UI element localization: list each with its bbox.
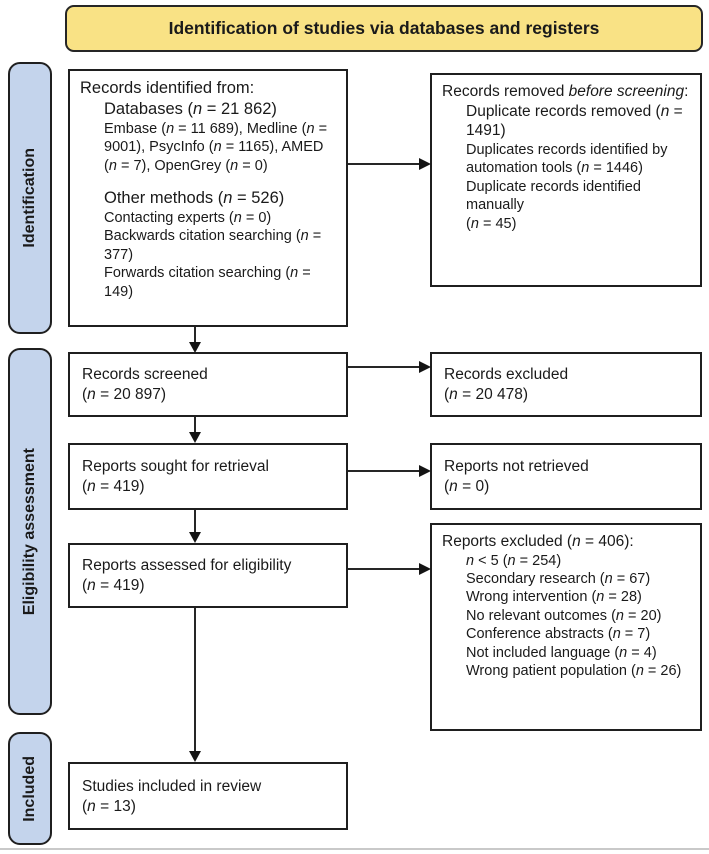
box-line: Duplicates records identified by automat… (466, 142, 668, 177)
arrowhead-identified-to-removed (419, 158, 431, 170)
box-records-identified: Records identified from: Databases (n = 2… (68, 69, 348, 327)
stage-band-eligibility-assessment-label: Eligibility assessment (21, 447, 38, 616)
box-reports-assessed-for-eligibility: Reports assessed for eligibility (n = 419… (68, 543, 348, 608)
box-line: Embase (n = 11 689), Medline (n = 9001),… (104, 120, 328, 174)
arrowhead-screened-to-sought (189, 432, 201, 443)
arrowhead-identified-to-screened (189, 342, 201, 353)
box-line: n < 5 (n = 254) (466, 552, 562, 569)
box-studies-included-in-review: Studies included in review (n = 13) (68, 762, 348, 830)
box-reports-excluded: Reports excluded (n = 406): n < 5 (n = 25… (430, 523, 702, 731)
stage-band-included: Included (8, 732, 52, 845)
arrow-identified-to-screened (194, 327, 196, 344)
box-line: (n = 13) (82, 797, 136, 815)
stage-band-identification: Identification (8, 62, 52, 334)
box-line: No relevant outcomes (n = 20) (466, 607, 662, 624)
box-line: Forwards citation searching (n = 149) (104, 265, 311, 300)
arrowhead-assessed-to-reports-excluded (419, 563, 431, 575)
box-line: Other methods (n = 526) (104, 189, 285, 208)
box-line: Duplicate records removed (n = 1491) (466, 102, 683, 140)
arrowhead-sought-to-not-retrieved (419, 465, 431, 477)
stage-band-included-label: Included (21, 755, 38, 822)
box-line: Backwards citation searching (n = 377) (104, 228, 322, 263)
box-reports-sought-for-retrieval: Reports sought for retrieval (n = 419) (68, 443, 348, 510)
box-line: (n = 419) (82, 577, 145, 594)
box-line: Records identified from: (80, 79, 255, 97)
box-line: (n = 20 897) (82, 386, 167, 403)
box-line: Studies included in review (82, 777, 262, 795)
arrow-identified-to-removed (348, 163, 420, 165)
box-records-screened: Records screened (n = 20 897) (68, 352, 348, 417)
box-line: (n = 419) (82, 478, 145, 495)
box-records-excluded: Records excluded (n = 20 478) (430, 352, 702, 417)
arrowhead-sought-to-assessed (189, 532, 201, 543)
arrowhead-assessed-to-included (189, 751, 201, 762)
box-line: (n = 45) (466, 215, 517, 232)
box-line: Databases (n = 21 862) (104, 99, 277, 118)
box-line: Records removed before screening: (442, 83, 689, 100)
box-line: Secondary research (n = 67) (466, 571, 651, 588)
box-line: Conference abstracts (n = 7) (466, 626, 651, 643)
box-records-removed-before-screening: Records removed before screening: Duplica… (430, 73, 702, 287)
box-line: Not included language (n = 4) (466, 644, 657, 661)
box-line: Wrong intervention (n = 28) (466, 589, 642, 606)
arrow-assessed-to-reports-excluded (348, 568, 420, 570)
box-reports-not-retrieved: Reports not retrieved (n = 0) (430, 443, 702, 510)
box-line: Contacting experts (n = 0) (104, 210, 272, 227)
arrow-screened-to-sought (194, 417, 196, 434)
box-line: Reports excluded (n = 406): (442, 533, 634, 550)
box-line: Reports sought for retrieval (82, 458, 269, 476)
box-line: Records screened (82, 366, 208, 384)
arrowhead-screened-to-excluded (419, 361, 431, 373)
box-line (80, 175, 336, 188)
box-line: Wrong patient population (n = 26) (466, 663, 682, 680)
box-line: Reports not retrieved (444, 458, 589, 476)
box-line: Records excluded (444, 366, 569, 384)
box-line: Reports assessed for eligibility (82, 557, 292, 575)
diagram-title: Identification of studies via databases … (65, 5, 703, 52)
stage-band-eligibility-assessment: Eligibility assessment (8, 348, 52, 715)
figure-bottom-border (0, 848, 709, 850)
arrow-assessed-to-included (194, 608, 196, 753)
arrow-sought-to-not-retrieved (348, 470, 420, 472)
arrow-sought-to-assessed (194, 510, 196, 534)
stage-band-identification-label: Identification (21, 148, 38, 248)
box-line: (n = 20 478) (444, 386, 529, 403)
box-line: Duplicate records identified manually (466, 178, 641, 214)
arrow-screened-to-excluded (348, 366, 420, 368)
box-line: (n = 0) (444, 478, 490, 495)
